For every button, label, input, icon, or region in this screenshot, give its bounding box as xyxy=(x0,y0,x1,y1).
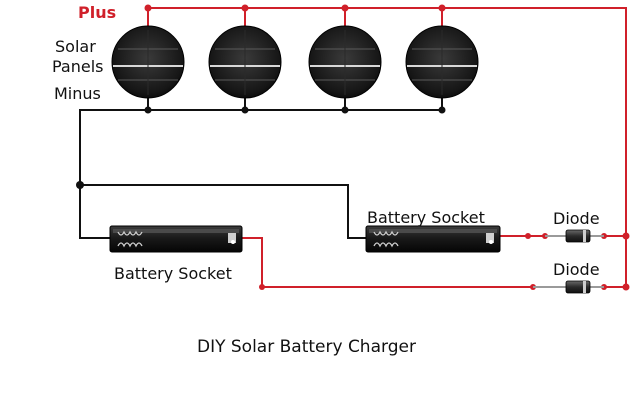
solar-panel-icon xyxy=(111,25,185,99)
diode-icon xyxy=(545,229,604,243)
solar-panel-1 xyxy=(111,25,185,99)
solar-panel-2 xyxy=(208,25,282,99)
diode-icon xyxy=(533,280,604,294)
diode-bottom xyxy=(533,280,604,294)
battery-holder-icon xyxy=(365,225,501,253)
battery-socket-right xyxy=(365,225,501,253)
battery-holder-icon xyxy=(109,225,243,253)
diode-top xyxy=(545,229,604,243)
solar-panel-icon xyxy=(208,25,282,99)
battery-socket-left-label: Battery Socket xyxy=(114,264,232,283)
solar-panel-4 xyxy=(405,25,479,99)
solar-panel-icon xyxy=(308,25,382,99)
solar-label-line1: Solar xyxy=(55,37,96,56)
minus-label: Minus xyxy=(54,84,101,103)
battery-socket-left xyxy=(109,225,243,253)
solar-panel-3 xyxy=(308,25,382,99)
diagram-title: DIY Solar Battery Charger xyxy=(197,337,416,357)
solar-panel-icon xyxy=(405,25,479,99)
diode-bottom-label: Diode xyxy=(553,260,600,279)
solar-label-line2: Panels xyxy=(52,57,104,76)
plus-label: Plus xyxy=(78,3,116,22)
battery-socket-right-label: Battery Socket xyxy=(367,208,485,227)
diode-top-label: Diode xyxy=(553,209,600,228)
